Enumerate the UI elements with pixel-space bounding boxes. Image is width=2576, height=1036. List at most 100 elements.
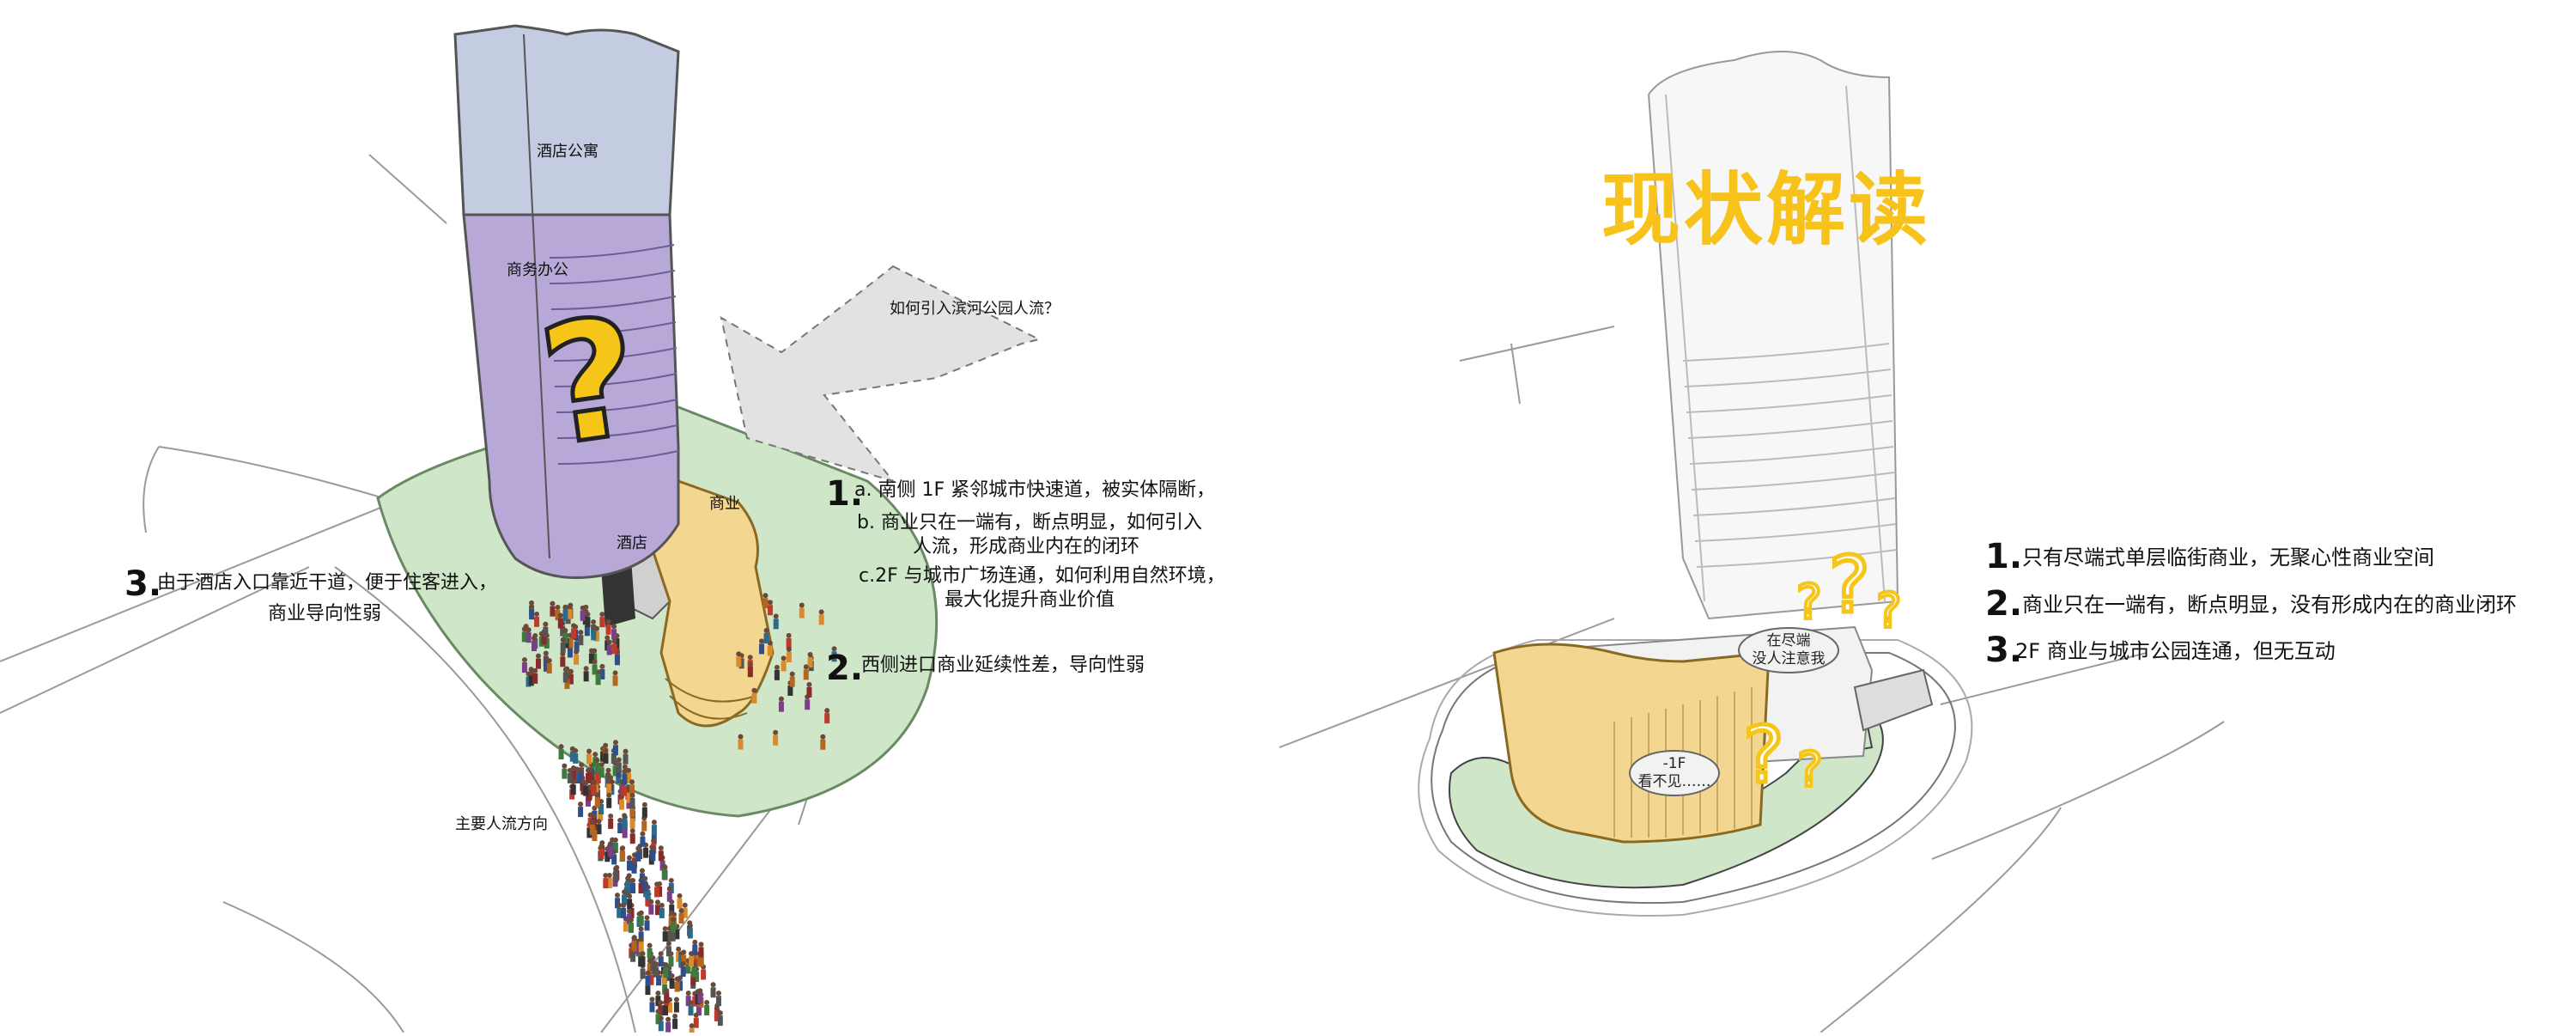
bubble-top-line2: 没人注意我 xyxy=(1752,650,1826,667)
person-body xyxy=(570,784,576,795)
person-body xyxy=(685,996,691,1007)
person-head xyxy=(591,779,597,785)
person-head xyxy=(622,764,628,770)
person-head xyxy=(674,976,680,982)
person-body xyxy=(738,739,744,750)
person-head xyxy=(665,941,671,947)
person-body xyxy=(674,929,680,940)
person-head xyxy=(630,877,636,883)
person-body xyxy=(644,920,650,931)
person-body xyxy=(677,898,683,909)
person-body xyxy=(629,818,635,829)
person-body xyxy=(526,632,532,643)
person-head xyxy=(558,744,564,750)
person-head xyxy=(654,899,660,905)
person-head xyxy=(681,949,687,955)
person-head xyxy=(781,655,787,661)
person-body xyxy=(818,614,824,625)
person-head xyxy=(562,667,568,673)
svg-text:?: ? xyxy=(1797,742,1823,798)
person-body xyxy=(645,984,651,996)
person-body xyxy=(534,616,540,627)
person-body xyxy=(651,825,657,836)
person-body xyxy=(564,679,570,690)
person-body xyxy=(605,851,611,862)
person-body xyxy=(668,956,674,967)
person-body xyxy=(640,968,646,979)
person-body xyxy=(567,608,573,619)
person-head xyxy=(651,820,657,826)
person-head xyxy=(658,1000,664,1006)
person-head xyxy=(573,747,579,753)
person-head xyxy=(617,902,623,908)
person-head xyxy=(659,902,665,908)
person-body xyxy=(598,803,605,814)
person-body xyxy=(638,883,644,894)
person-body xyxy=(574,654,580,665)
person-body xyxy=(583,785,589,796)
person-body xyxy=(586,827,592,838)
person-head xyxy=(531,636,537,642)
person-body xyxy=(558,749,564,760)
person-body xyxy=(666,1002,672,1013)
person-head xyxy=(685,990,691,996)
person-body xyxy=(820,739,826,750)
person-head xyxy=(688,1000,694,1006)
person-body xyxy=(710,987,716,998)
person-head xyxy=(717,1010,723,1016)
person-body xyxy=(688,1005,694,1016)
person-body xyxy=(635,943,641,954)
person-head xyxy=(626,855,632,861)
person-body xyxy=(555,609,561,620)
person-body xyxy=(639,873,645,884)
person-body xyxy=(612,675,618,686)
person-body xyxy=(658,850,664,862)
person-head xyxy=(567,767,573,773)
flow-direction-label: 主要人流方向 xyxy=(455,815,548,833)
bubble-top-line1: 在尽端 xyxy=(1766,632,1811,649)
person-body xyxy=(690,975,696,986)
person-head xyxy=(608,813,614,819)
person-body xyxy=(611,753,617,764)
person-body xyxy=(701,969,707,980)
person-body xyxy=(763,633,769,644)
person-head xyxy=(611,624,617,630)
person-body xyxy=(647,963,653,974)
person-body xyxy=(607,846,613,857)
person-body xyxy=(787,685,793,696)
person-body xyxy=(674,981,680,992)
person-head xyxy=(710,982,716,988)
person-body xyxy=(594,797,600,808)
person-head xyxy=(521,657,527,663)
person-body xyxy=(645,895,651,906)
person-head xyxy=(521,626,527,632)
person-head xyxy=(555,604,561,610)
person-body xyxy=(759,643,765,655)
person-body xyxy=(605,624,611,635)
person-head xyxy=(562,763,568,769)
person-head xyxy=(658,1015,664,1021)
person-head xyxy=(603,873,609,879)
person-body xyxy=(670,930,676,942)
person-body xyxy=(786,652,792,663)
person-body xyxy=(629,807,635,818)
person-body xyxy=(663,967,669,978)
person-head xyxy=(635,845,641,851)
person-body xyxy=(521,662,527,673)
point1-line-c2: 最大化提升商业价值 xyxy=(945,589,1115,611)
person-body xyxy=(656,975,662,986)
person-body xyxy=(622,827,628,838)
bubble-top-text: 在尽端 没人注意我 xyxy=(1741,632,1837,668)
person-body xyxy=(614,638,620,649)
person-body xyxy=(594,631,600,642)
point1-line-b1: b. 商业只在一端有，断点明显，如何引入 xyxy=(857,512,1202,533)
person-head xyxy=(704,999,710,1005)
flow-arrow xyxy=(720,265,1042,483)
person-body xyxy=(685,963,691,974)
item1-number: 1. xyxy=(1985,537,2023,576)
person-body xyxy=(586,790,592,801)
person-body xyxy=(773,619,779,630)
person-head xyxy=(622,813,628,819)
person-head xyxy=(603,747,609,753)
